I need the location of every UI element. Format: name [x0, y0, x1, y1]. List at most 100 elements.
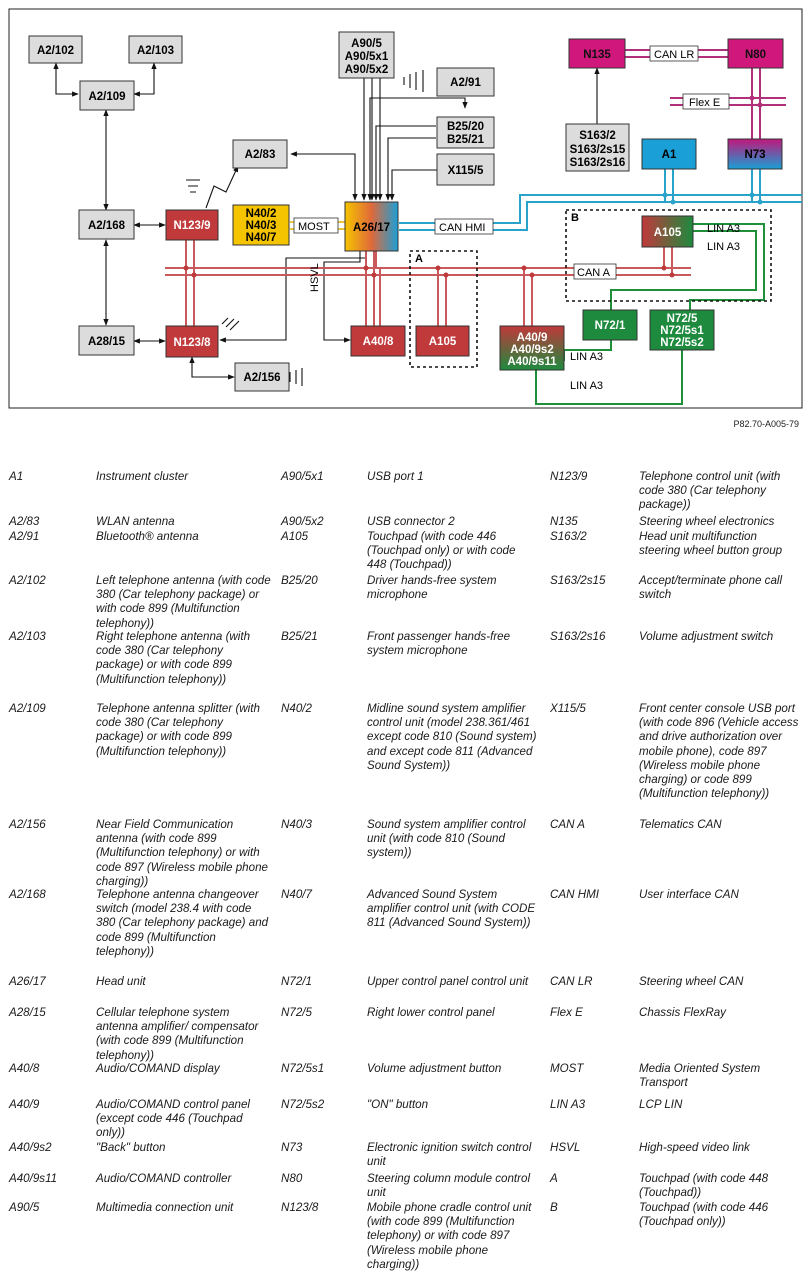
s163-2-box: S163/2 S163/2s15 S163/2s16 — [565, 123, 630, 172]
n73-box: N73 — [727, 138, 783, 170]
a2-103-box: A2/103 — [128, 35, 183, 64]
legend-code: B25/20 — [281, 574, 318, 587]
legend-description: Cellular telephone system antenna amplif… — [96, 1006, 259, 1062]
legend-description: Telematics CAN — [639, 818, 722, 831]
legend-description: Electronic ignition switch control unit — [367, 1141, 532, 1169]
legend-description: "ON" button — [367, 1098, 429, 1111]
flex-e-label: Flex E — [689, 97, 720, 109]
svg-text:A90/5x1: A90/5x1 — [345, 51, 389, 63]
legend-code: HSVL — [550, 1141, 581, 1154]
legend-description: Advanced Sound System amplifier control … — [367, 888, 536, 930]
svg-text:B25/20: B25/20 — [447, 121, 484, 133]
svg-text:A40/8: A40/8 — [363, 336, 394, 348]
area-b — [565, 209, 772, 302]
a2-91-box: A2/91 — [436, 67, 495, 97]
svg-text:A105: A105 — [429, 336, 457, 348]
svg-text:S163/2: S163/2 — [579, 130, 615, 142]
svg-text:A105: A105 — [654, 227, 682, 239]
svg-text:A2/103: A2/103 — [137, 45, 174, 57]
legend-code: N40/3 — [281, 818, 312, 831]
lin-a3-label-4: LIN A3 — [570, 380, 603, 392]
svg-text:N73: N73 — [744, 149, 765, 161]
legend-description: USB port 1 — [367, 470, 424, 483]
svg-text:N72/1: N72/1 — [595, 320, 626, 332]
legend-description: "Back" button — [96, 1141, 166, 1154]
legend-code: A40/9 — [9, 1098, 40, 1111]
legend-code: N72/5s2 — [281, 1098, 325, 1111]
legend-description: Head unit — [96, 975, 146, 988]
legend-code: A1 — [9, 470, 24, 483]
legend-code: CAN LR — [550, 975, 593, 988]
legend-code: N40/7 — [281, 888, 312, 901]
legend-description: Multimedia connection unit — [96, 1201, 234, 1214]
legend-description: High-speed video link — [639, 1141, 750, 1154]
legend-description: Touchpad (with code 446 (Touchpad only)) — [639, 1201, 769, 1229]
legend-description: Bluetooth® antenna — [96, 530, 199, 543]
legend-code: A90/5 — [9, 1201, 40, 1214]
can-hmi-label: CAN HMI — [439, 222, 485, 234]
n72-1-box: N72/1 — [582, 309, 638, 341]
svg-text:N40/3: N40/3 — [246, 220, 277, 232]
legend-description: Touchpad (with code 446 (Touchpad only) … — [367, 530, 516, 572]
legend-code: N123/8 — [281, 1201, 319, 1214]
legend-code: B25/21 — [281, 630, 318, 643]
svg-text:A2/83: A2/83 — [245, 149, 276, 161]
legend-code: N72/1 — [281, 975, 312, 988]
hsvl-label: HSVL — [309, 263, 321, 292]
svg-text:A26/17: A26/17 — [353, 222, 390, 234]
b25-box: B25/20 B25/21 — [436, 116, 495, 149]
legend-code: A2/83 — [9, 515, 40, 528]
legend-description: Front center console USB port (with code… — [639, 702, 799, 801]
legend-code: A — [550, 1172, 558, 1185]
can-lr-label: CAN LR — [654, 49, 694, 61]
legend-code: A40/9s11 — [9, 1172, 58, 1185]
legend-code: X115/5 — [550, 702, 586, 715]
svg-text:A2/156: A2/156 — [243, 372, 280, 384]
n80-box: N80 — [727, 38, 784, 69]
legend-code: CAN HMI — [550, 888, 599, 901]
legend-description: Audio/COMAND display — [96, 1062, 220, 1075]
legend-description: Steering wheel electronics — [639, 515, 775, 528]
svg-text:A2/102: A2/102 — [37, 45, 74, 57]
svg-text:N40/2: N40/2 — [246, 208, 277, 220]
legend-description: Audio/COMAND controller — [96, 1172, 232, 1185]
a26-17-box: A26/17 — [344, 201, 399, 252]
legend-code: A2/103 — [9, 630, 46, 643]
area-b-label: B — [571, 212, 579, 224]
svg-text:B25/21: B25/21 — [447, 134, 485, 146]
a90-5-box: A90/5 A90/5x1 A90/5x2 — [338, 31, 395, 79]
legend-code: N73 — [281, 1141, 303, 1154]
x115-5-box: X115/5 — [436, 153, 495, 186]
area-a — [409, 250, 478, 368]
a40-8-box: A40/8 — [350, 325, 406, 357]
svg-text:A40/9s2: A40/9s2 — [510, 344, 553, 356]
legend-code: A2/102 — [9, 574, 46, 587]
legend-description: Chassis FlexRay — [639, 1006, 726, 1019]
svg-text:A2/109: A2/109 — [88, 91, 125, 103]
legend-description: Right lower control panel — [367, 1006, 495, 1019]
legend-description: Steering column module control unit — [367, 1172, 531, 1200]
svg-text:A90/5: A90/5 — [351, 38, 382, 50]
legend-code: A2/109 — [9, 702, 46, 715]
legend-description: Right telephone antenna (with code 380 (… — [96, 630, 251, 686]
legend-code: Flex E — [550, 1006, 583, 1019]
legend-code: MOST — [550, 1062, 584, 1075]
legend-description: Steering wheel CAN — [639, 975, 744, 988]
n72-5-box: N72/5 N72/5s1 N72/5s2 — [649, 309, 715, 351]
legend-code: N80 — [281, 1172, 303, 1185]
legend-description: Sound system amplifier control unit (wit… — [367, 818, 526, 860]
svg-text:X115/5: X115/5 — [448, 165, 484, 177]
legend-description: Front passenger hands-free system microp… — [367, 630, 511, 658]
legend-description: User interface CAN — [639, 888, 739, 901]
legend-code: N72/5 — [281, 1006, 312, 1019]
legend-code: A2/91 — [9, 530, 40, 543]
legend-description: Left telephone antenna (with code 380 (C… — [96, 574, 271, 630]
lin-a3-label-1: LIN A3 — [707, 223, 740, 235]
wiring-diagram: A B MOST CAN HMI CAN A CAN LR Flex E LIN… — [8, 8, 803, 409]
svg-text:N123/8: N123/8 — [173, 337, 211, 349]
legend-code: N135 — [550, 515, 578, 528]
legend-description: Touchpad (with code 448 (Touchpad)) — [639, 1172, 769, 1200]
svg-text:A40/9: A40/9 — [517, 332, 548, 344]
legend-code: N123/9 — [550, 470, 588, 483]
legend-code: A90/5x2 — [281, 515, 324, 528]
